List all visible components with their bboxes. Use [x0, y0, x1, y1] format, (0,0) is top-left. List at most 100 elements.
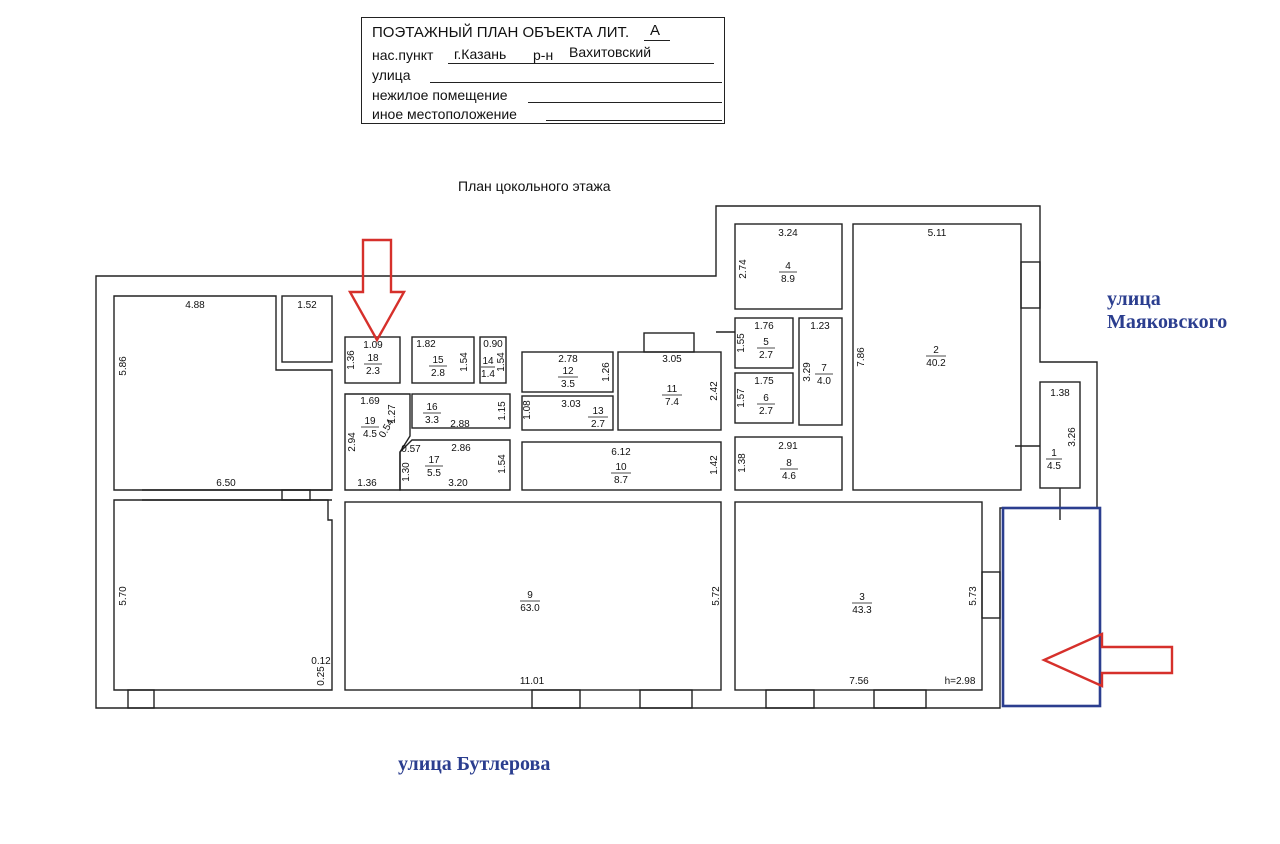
dim-label: 6.50	[216, 478, 236, 489]
room-19-area: 4.5	[363, 429, 377, 440]
room-2-area: 40.2	[926, 358, 946, 369]
plan-title: План цокольного этажа	[458, 178, 611, 194]
street-right-line1: улица	[1107, 288, 1161, 310]
arrow-down-icon	[347, 238, 407, 343]
dim-label: 5.73	[968, 586, 979, 606]
stamp-location-label: иное местоположение	[372, 106, 517, 122]
stamp-premises-label: нежилое помещение	[372, 87, 508, 103]
dim-label: 1.54	[459, 352, 470, 372]
dim-label: 2.42	[709, 381, 720, 401]
room-4-num: 4	[785, 261, 791, 272]
room-5-area: 2.7	[759, 350, 773, 361]
dim-label: 11.01	[520, 676, 545, 687]
dim-label: 1.38	[1050, 388, 1070, 399]
dim-label: 0.25	[316, 666, 327, 686]
dim-label: 1.27	[387, 404, 398, 424]
street-label-bottom: улица Бутлерова	[398, 753, 551, 775]
room-11-area: 7.4	[665, 397, 679, 408]
dim-label: 1.15	[497, 401, 508, 421]
room-9-num: 9	[527, 590, 533, 601]
dim-label: 1.08	[522, 400, 533, 420]
dim-label: 6.12	[611, 447, 631, 458]
dim-label: 1.69	[360, 396, 380, 407]
room-12-num: 12	[562, 366, 574, 377]
street-right-line2: Маяковского	[1107, 311, 1228, 333]
stamp-street-label: улица	[372, 67, 411, 83]
dim-label: 1.57	[736, 388, 747, 408]
room-6-num: 6	[763, 393, 769, 404]
dim-label: 1.75	[754, 376, 774, 387]
dim-label: 1.76	[754, 321, 774, 332]
dim-label: 3.03	[561, 399, 581, 410]
dim-label: 1.30	[401, 462, 412, 482]
stamp-title-value: А	[650, 22, 661, 39]
dim-label: 3.26	[1067, 427, 1078, 447]
dim-label: 1.42	[709, 455, 720, 475]
dim-label: 1.36	[346, 350, 357, 370]
room-19-num: 19	[364, 416, 376, 427]
dim-label: 5.11	[928, 228, 947, 239]
room-9-area: 63.0	[520, 603, 540, 614]
highlight-frame	[1001, 506, 1102, 708]
room-8-num: 8	[786, 458, 792, 469]
room-5-num: 5	[763, 337, 769, 348]
room-18-num: 18	[367, 353, 379, 364]
room-10-num: 10	[615, 462, 627, 473]
dim-label: 7.56	[849, 676, 869, 687]
room-3-area: 43.3	[852, 605, 872, 616]
dim-label: 1.09	[363, 340, 383, 351]
dim-label: 2.78	[558, 354, 578, 365]
stamp-district-label: р-н	[533, 47, 554, 63]
dim-label: 1.36	[357, 478, 377, 489]
dim-label: 2.88	[450, 419, 470, 430]
room-15-area: 2.8	[431, 368, 445, 379]
room-4-area: 8.9	[781, 274, 795, 285]
title-stamp: ПОЭТАЖНЫЙ ПЛАН ОБЪЕКТА ЛИТ. А нас.пункт …	[361, 17, 725, 124]
street-label-right: улица Маяковского	[1107, 288, 1227, 334]
dim-label: 2.94	[347, 432, 358, 452]
stamp-locality-label: нас.пункт	[372, 47, 434, 63]
dim-label: 5.70	[118, 586, 129, 606]
arrow-left-icon	[1041, 632, 1174, 688]
dim-label: 0.90	[483, 339, 503, 350]
dim-label: 0.57	[401, 444, 421, 455]
room-1-area: 4.5	[1047, 461, 1061, 472]
room-7-area: 4.0	[817, 376, 831, 387]
room-3-num: 3	[859, 592, 865, 603]
room-17-num: 17	[428, 455, 440, 466]
dim-label: 0.12	[311, 656, 331, 667]
room-15-num: 15	[432, 355, 444, 366]
stamp-title: ПОЭТАЖНЫЙ ПЛАН ОБЪЕКТА ЛИТ.	[372, 24, 630, 41]
room-8-area: 4.6	[782, 471, 796, 482]
dim-label: 3.29	[802, 362, 813, 382]
room-13-area: 2.7	[591, 419, 605, 430]
room-14-area: 1.4	[481, 369, 495, 380]
stamp-district-value: Вахитовский	[569, 44, 652, 60]
room-18-area: 2.3	[366, 366, 380, 377]
dim-label: 1.55	[736, 333, 747, 353]
room-16-num: 16	[426, 402, 438, 413]
room-6-area: 2.7	[759, 406, 773, 417]
dim-label: 1.54	[497, 454, 508, 474]
room-17-area: 5.5	[427, 468, 441, 479]
room-16-area: 3.3	[425, 415, 439, 426]
stamp-locality-value: г.Казань	[454, 46, 507, 62]
dim-label: 1.26	[601, 362, 612, 382]
dim-label: 3.24	[778, 228, 798, 239]
dim-label: 1.52	[297, 300, 317, 311]
dim-label: 2.91	[778, 441, 798, 452]
room-13-num: 13	[592, 406, 604, 417]
dim-label: 2.74	[738, 259, 749, 279]
dim-label: 5.86	[118, 356, 129, 376]
room-10-area: 8.7	[614, 475, 628, 486]
dim-label: 3.05	[662, 354, 682, 365]
dim-label: 2.86	[451, 443, 471, 454]
dim-label: 5.72	[711, 586, 722, 606]
room-12-area: 3.5	[561, 379, 575, 390]
dim-label: h=2.98	[945, 676, 976, 687]
room-2-num: 2	[933, 345, 939, 356]
room-7-num: 7	[821, 363, 827, 374]
dim-label: 1.38	[737, 453, 748, 473]
room-1-num: 1	[1051, 448, 1057, 459]
